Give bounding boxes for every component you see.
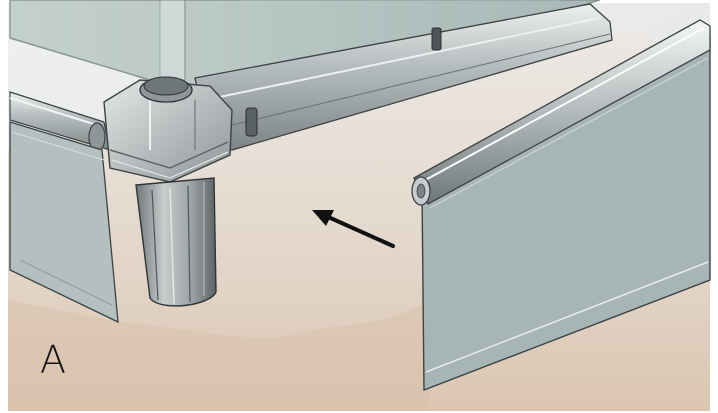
- foot: [135, 177, 217, 307]
- left-rail: [9, 91, 111, 152]
- insertion-arrow: [312, 210, 395, 248]
- left-skirt-panel: [9, 121, 119, 324]
- panel-label: A: [40, 338, 67, 382]
- base-rail: [194, 3, 613, 151]
- glass-enclosure: [9, 0, 601, 93]
- corner-connector: [103, 76, 233, 183]
- right-skirt-panel: [411, 19, 711, 392]
